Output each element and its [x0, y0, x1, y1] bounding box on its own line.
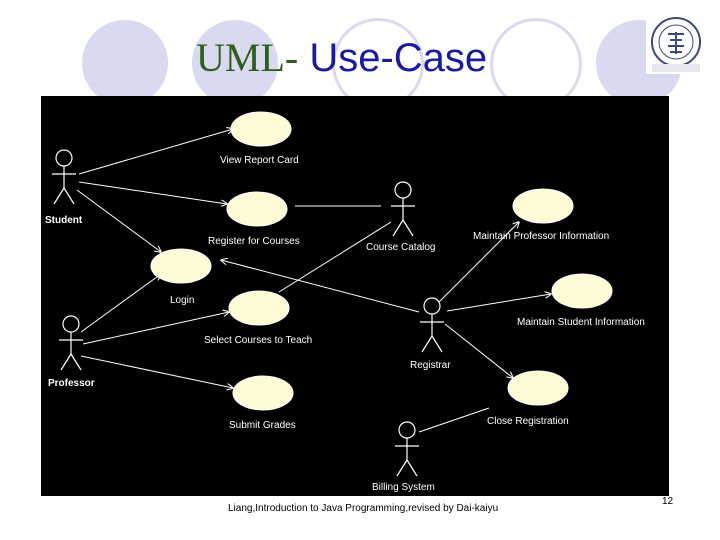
university-seal-logo	[646, 14, 706, 74]
assoc-select-catalog	[278, 221, 392, 293]
use-case-label-maintain-student-info: Maintain Student Information	[517, 317, 645, 328]
use-case-label-select-courses-to-teach: Select Courses to Teach	[204, 335, 312, 346]
association-lines	[76, 129, 551, 433]
use-case-maintain-student-info	[551, 273, 613, 309]
use-case-label-login: Login	[170, 295, 194, 306]
use-case-login	[150, 248, 212, 284]
use-case-maintain-professor-info	[512, 188, 574, 224]
actor-billing-system-figure	[395, 421, 419, 477]
actor-professor-figure	[59, 315, 83, 371]
assoc-registrar-maintain-prof	[438, 222, 519, 303]
decor-circle	[82, 20, 168, 106]
use-case-close-registration	[507, 370, 569, 406]
assoc-professor-login	[80, 274, 161, 333]
use-case-diagram: Student Professor Course Catalog Registr…	[41, 96, 669, 496]
actor-course-catalog-figure	[391, 181, 415, 237]
use-case-select-courses-to-teach	[228, 290, 290, 326]
actor-label-professor: Professor	[48, 378, 95, 389]
slide-footer: Liang,Introduction to Java Programming,r…	[228, 503, 499, 514]
assoc-registrar-login	[221, 260, 420, 313]
assoc-student-login	[76, 189, 161, 252]
assoc-student-register	[78, 181, 227, 204]
assoc-registrar-close	[444, 323, 513, 378]
decor-circle	[192, 20, 278, 106]
use-case-label-register-for-courses: Register for Courses	[208, 236, 300, 247]
slide-title: UML- Use-Case	[196, 34, 487, 82]
use-case-register-for-courses	[226, 191, 288, 227]
title-use-case: Use-Case	[298, 36, 488, 80]
use-case-label-submit-grades: Submit Grades	[229, 420, 296, 431]
title-uml: UML-	[196, 35, 299, 80]
actor-student-figure	[52, 149, 76, 205]
use-case-label-close-registration: Close Registration	[487, 416, 569, 427]
actor-registrar-figure	[420, 297, 444, 353]
actor-label-course-catalog: Course Catalog	[366, 242, 435, 253]
assoc-professor-select	[82, 312, 229, 345]
use-case-submit-grades	[232, 375, 294, 411]
use-case-view-report-card	[230, 111, 292, 147]
assoc-student-view-report	[78, 129, 233, 175]
actor-label-registrar: Registrar	[410, 360, 451, 371]
actor-label-billing-system: Billing System	[372, 482, 435, 493]
assoc-registrar-maintain-student	[446, 294, 551, 312]
use-case-label-maintain-professor-info: Maintain Professor Information	[473, 231, 609, 242]
page-number: 12	[662, 496, 674, 507]
assoc-professor-submit	[80, 355, 233, 388]
assoc-close-billing	[418, 407, 490, 433]
use-case-label-view-report-card: View Report Card	[220, 155, 299, 166]
actor-label-student: Student	[45, 215, 83, 226]
